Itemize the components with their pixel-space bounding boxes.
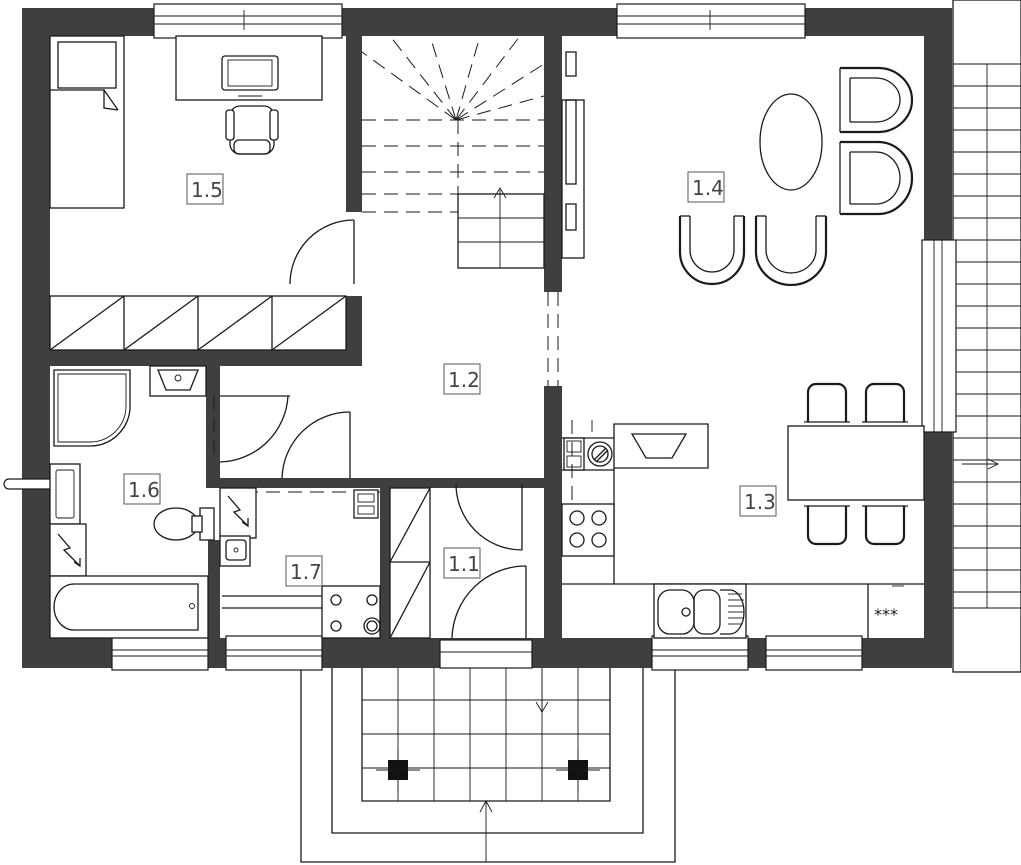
room-1-6 [49,365,215,639]
room-label-1-5: 1.5 [191,178,223,202]
windows [3,3,957,671]
room-1-7 [219,487,381,639]
room-label-1-4: 1.4 [692,176,724,200]
room-labels: 1.5 1.2 1.4 1.3 1.6 1.7 1.1 [123,171,777,587]
room-label-1-7: 1.7 [290,560,322,584]
room-1-5 [49,35,355,351]
room-1-1 [389,483,527,639]
room-label-1-2: 1.2 [448,368,480,392]
entrance-steps [300,668,676,863]
room-1-4 [678,66,914,286]
room-1-2 [219,35,585,479]
terrace [952,0,1021,673]
room-1-3: *** [561,382,925,639]
stove-symbol: *** [874,605,898,624]
room-label-1-1: 1.1 [448,552,480,576]
room-label-1-3: 1.3 [744,490,776,514]
room-label-1-6: 1.6 [128,478,160,502]
